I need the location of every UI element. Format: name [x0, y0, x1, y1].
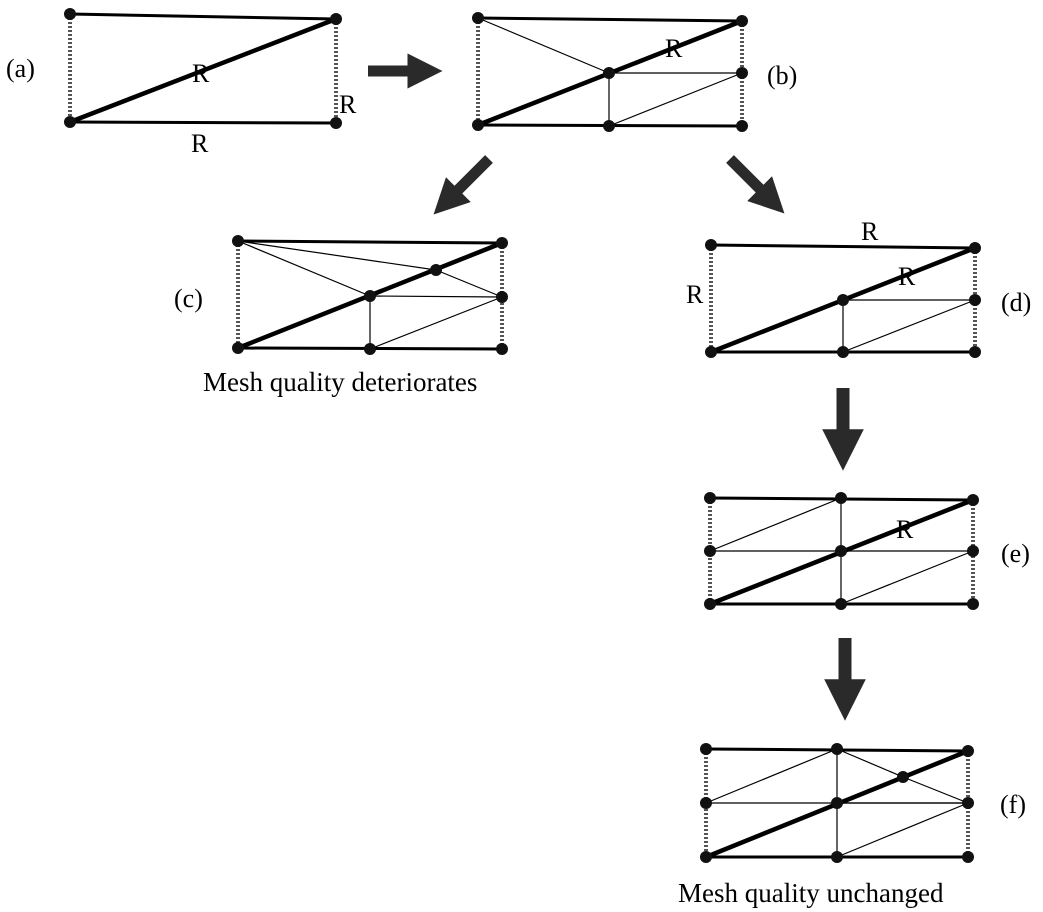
- refine-mark: R: [898, 262, 916, 291]
- refine-mark: R: [191, 129, 209, 158]
- caption-deteriorates: Mesh quality deteriorates: [203, 367, 477, 397]
- panel-f: (f) Mesh quality unchanged: [678, 743, 1026, 908]
- refine-mark: R: [665, 34, 683, 63]
- panel-f-label: (f): [1000, 790, 1026, 819]
- panel-b: R (b): [472, 12, 797, 132]
- panel-c: (c) Mesh quality deteriorates: [174, 235, 508, 397]
- thick-arrow-icon: [726, 155, 785, 214]
- panel-a-label: (a): [6, 54, 35, 83]
- refine-mark: R: [686, 280, 704, 309]
- caption-unchanged: Mesh quality unchanged: [678, 878, 944, 908]
- refine-mark: R: [192, 59, 210, 88]
- panel-d: R R R (d): [686, 217, 1031, 358]
- thick-arrow-icon: [433, 155, 493, 215]
- refine-mark: R: [861, 217, 879, 246]
- panel-d-label: (d): [1001, 288, 1031, 317]
- refine-mark: R: [339, 90, 357, 119]
- panel-c-label: (c): [174, 284, 203, 313]
- panel-b-label: (b): [767, 61, 797, 90]
- refine-mark: R: [896, 515, 914, 544]
- panel-e: R (e): [704, 492, 1030, 610]
- panel-e-label: (e): [1001, 539, 1030, 568]
- panel-a: (a) R R R: [6, 8, 357, 158]
